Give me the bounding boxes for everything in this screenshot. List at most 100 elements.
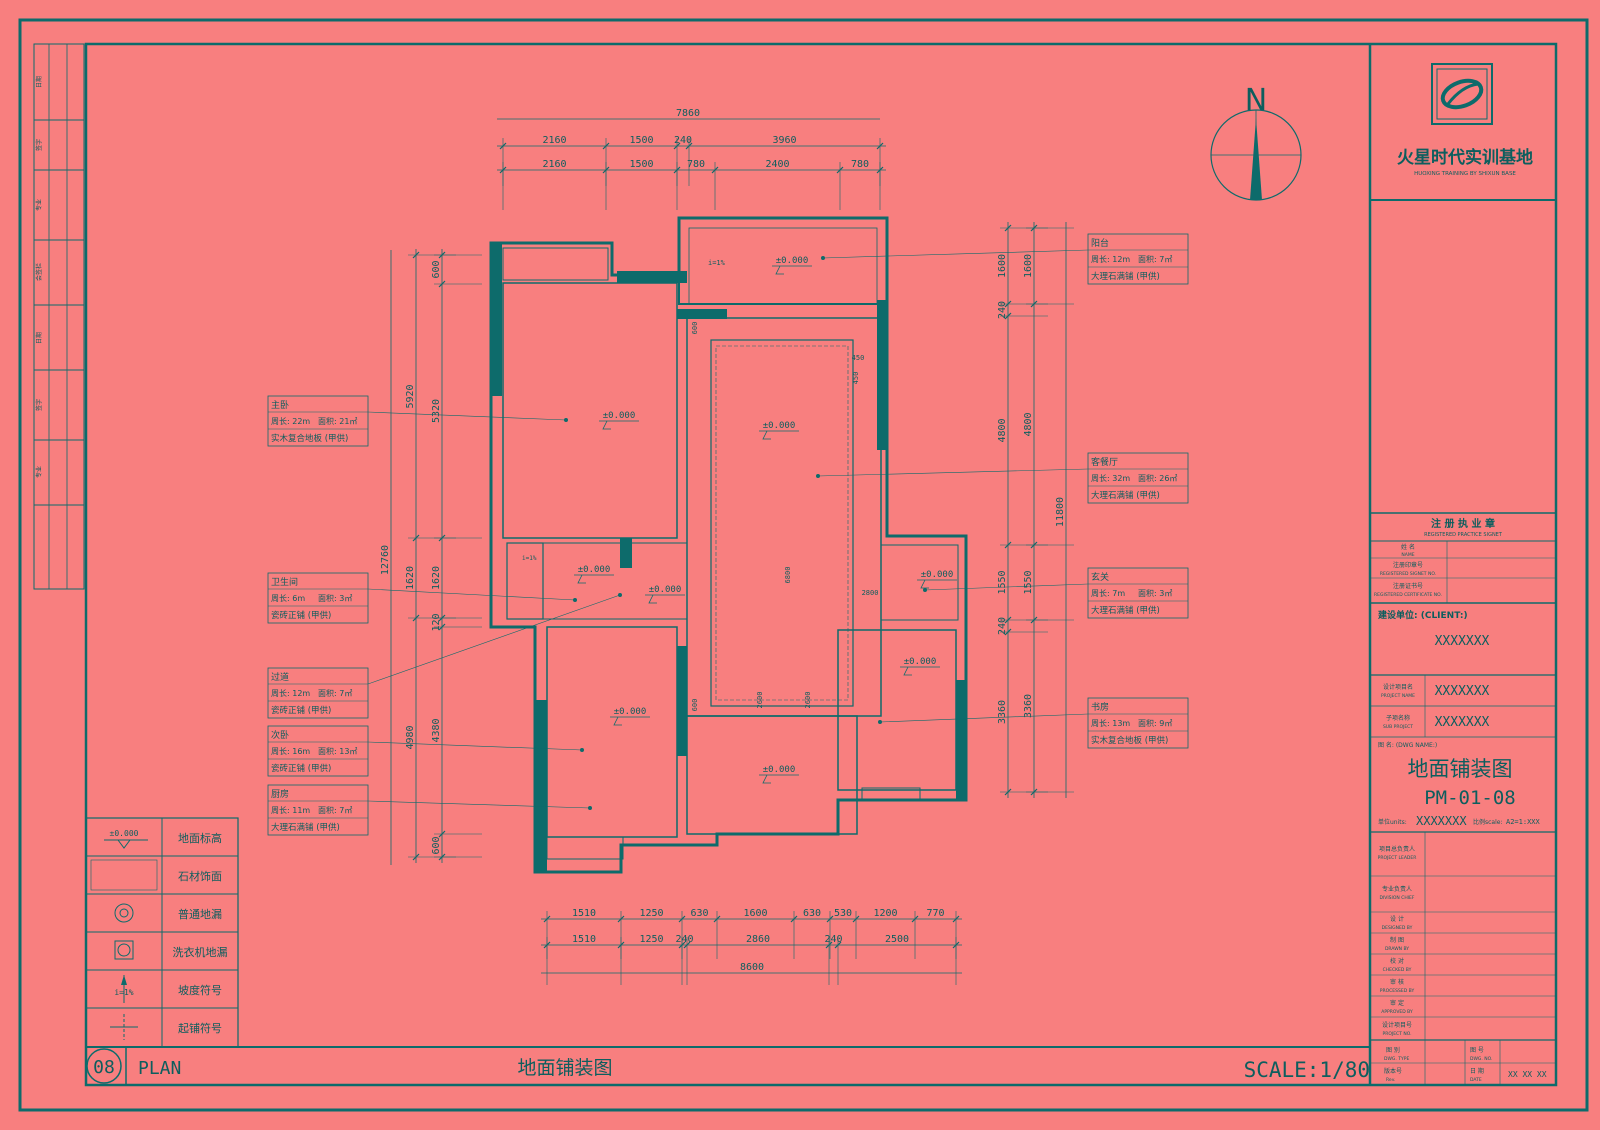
plan-label: PLAN bbox=[138, 1058, 181, 1079]
legend-label: 坡度符号 bbox=[178, 983, 222, 997]
project-label-en: PROJECT NAME bbox=[1381, 693, 1415, 699]
legend-label: 普通地漏 bbox=[178, 907, 222, 921]
room-name: 卫生间 bbox=[271, 576, 298, 588]
dwg-type-en: DWG. TYPE bbox=[1384, 1056, 1409, 1062]
units-label: 单位units: bbox=[1378, 818, 1407, 826]
elevation-marker: ±0.000 bbox=[759, 765, 799, 784]
elevation-value: ±0.000 bbox=[578, 565, 611, 575]
dim-label: 2160 bbox=[542, 135, 566, 146]
room-area: 面积: 3㎡ bbox=[318, 593, 352, 603]
tb-row-label-en: APPROVED BY bbox=[1381, 1009, 1413, 1015]
dim-label: 1500 bbox=[629, 159, 653, 170]
legend-symbol: ±0.000 bbox=[110, 829, 139, 838]
dim-label: 2500 bbox=[885, 934, 909, 945]
client-value: XXXXXXX bbox=[1435, 634, 1490, 649]
floor-plan bbox=[489, 216, 968, 874]
plan-number: 08 bbox=[93, 1057, 115, 1078]
project-value: XXXXXXX bbox=[1435, 684, 1490, 699]
strip-label: 会签栏 bbox=[35, 263, 43, 281]
room-name: 次卧 bbox=[271, 729, 289, 741]
elevation-marker: ±0.000 bbox=[772, 256, 812, 275]
date-value: XX XX XX bbox=[1508, 1070, 1547, 1079]
interior-dim: 450 bbox=[852, 372, 860, 385]
dim-label: 240 bbox=[997, 617, 1008, 635]
dim-label: 4380 bbox=[431, 718, 442, 742]
company-name: 火星时代实训基地 bbox=[1397, 147, 1533, 168]
room-material: 大理石满铺 (甲供) bbox=[1091, 605, 1160, 616]
company-name-en: HUOXING TRAINING BY SHIXUN BASE bbox=[1414, 171, 1516, 177]
room-name: 书房 bbox=[1091, 701, 1109, 713]
strip-label: 专业 bbox=[35, 199, 43, 211]
room-area: 面积: 26㎡ bbox=[1138, 473, 1177, 483]
date-label: 日 期 bbox=[1470, 1067, 1484, 1075]
room-perimeter: 周长: 13m bbox=[1091, 718, 1130, 728]
drawing-number: PM-01-08 bbox=[1424, 787, 1516, 809]
legend-symbol: i=1% bbox=[114, 988, 133, 997]
bottom-title-bar bbox=[86, 1046, 1370, 1086]
elevation-marker: ±0.000 bbox=[900, 657, 940, 676]
dim-label: 530 bbox=[834, 908, 852, 919]
room-perimeter: 周长: 12m bbox=[1091, 254, 1130, 264]
tb-row-label: 审 核 bbox=[1390, 978, 1404, 986]
room-leader bbox=[924, 583, 1089, 591]
room-leader bbox=[879, 713, 1089, 723]
dwg-type-label: 图 别 bbox=[1386, 1046, 1400, 1054]
tb-row-label-en: PROCESSED BY bbox=[1380, 988, 1415, 994]
scale-value: A2=1:XXX bbox=[1506, 818, 1541, 826]
elevation-marker: ±0.000 bbox=[645, 585, 685, 604]
elevation-marker: ±0.000 bbox=[759, 421, 799, 440]
plan-title: 地面铺装图 bbox=[517, 1057, 612, 1079]
room-material: 瓷砖正铺 (甲供) bbox=[271, 763, 331, 774]
interior-dim: 2800 bbox=[862, 589, 879, 597]
legend-label: 地面标高 bbox=[178, 831, 222, 845]
room-name: 主卧 bbox=[271, 399, 289, 411]
tb-row-label-en: CHECKED BY bbox=[1383, 967, 1412, 973]
elevation-value: ±0.000 bbox=[904, 657, 937, 667]
scale-text: SCALE:1/80 bbox=[1244, 1058, 1370, 1082]
name-label: 姓 名 bbox=[1401, 543, 1415, 551]
dim-label: 630 bbox=[690, 908, 708, 919]
tb-row-label-en: PROJECT NO. bbox=[1382, 1031, 1411, 1037]
units-value: XXXXXXX bbox=[1416, 814, 1467, 828]
interior-dim: 600 bbox=[691, 699, 699, 712]
dim-label: 1600 bbox=[997, 254, 1008, 278]
tb-row-label-en: PROJECT LEADER bbox=[1378, 855, 1417, 861]
strip-label: 签字 bbox=[35, 139, 43, 151]
dim-label: 4800 bbox=[1023, 412, 1034, 436]
dwg-no-label: 图 号 bbox=[1470, 1047, 1484, 1054]
dim-label: 3960 bbox=[772, 135, 796, 146]
tb-row-label: 校 对 bbox=[1390, 957, 1404, 965]
dim-label: 780 bbox=[851, 159, 869, 170]
dim-label: 2400 bbox=[765, 159, 789, 170]
north-arrow: N bbox=[1210, 83, 1302, 201]
dim-label: 2860 bbox=[746, 934, 770, 945]
dim-label: 600 bbox=[431, 260, 442, 278]
subproject-label-en: SUB PROJECT bbox=[1383, 724, 1413, 730]
room-area: 面积: 7㎡ bbox=[318, 688, 352, 698]
room-material: 瓷砖正铺 (甲供) bbox=[271, 705, 331, 716]
dim-label: 1250 bbox=[639, 934, 663, 945]
room-area: 面积: 13㎡ bbox=[318, 746, 357, 756]
room-perimeter: 周长: 32m bbox=[1091, 473, 1130, 483]
north-label: N bbox=[1245, 83, 1267, 118]
dim-label: 1550 bbox=[997, 570, 1008, 594]
elevation-value: ±0.000 bbox=[614, 707, 647, 717]
dim-label: 1250 bbox=[639, 908, 663, 919]
elevation-marker: ±0.000 bbox=[599, 411, 639, 430]
room-leader bbox=[367, 800, 591, 809]
room-leader bbox=[367, 741, 583, 751]
room-name: 厨房 bbox=[271, 788, 289, 800]
cert-no-label-en: REGISTERED CERTIFICATE NO. bbox=[1374, 592, 1442, 598]
dim-label: 240 bbox=[674, 135, 692, 146]
stamp-title-en: REGISTERED PRACTICE SIGNET bbox=[1424, 532, 1503, 538]
dim-label: 4800 bbox=[997, 418, 1008, 442]
